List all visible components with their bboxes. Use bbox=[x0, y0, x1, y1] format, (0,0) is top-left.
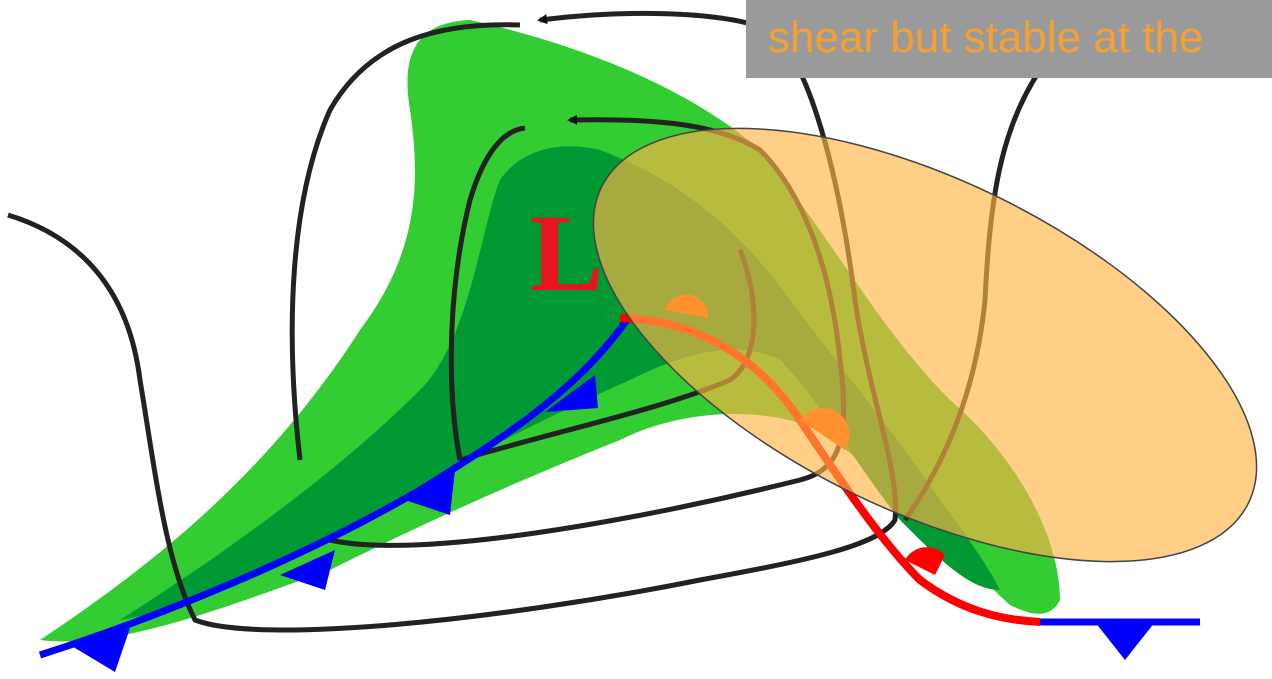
highlight-ellipse bbox=[592, 127, 1258, 563]
cold-front-triangle bbox=[405, 470, 455, 515]
low-pressure-label: L bbox=[530, 192, 603, 314]
warm-front-semicircle bbox=[905, 547, 945, 575]
heavy-precipitation-core bbox=[120, 146, 1000, 620]
cold-front-line bbox=[38, 313, 633, 659]
cold-front-triangle bbox=[1095, 622, 1155, 660]
caption-box: shear but stable at the bbox=[746, 0, 1272, 78]
streamline-outer-loop bbox=[289, 22, 521, 461]
cold-front-triangle bbox=[70, 628, 130, 672]
streamline-inner-loop bbox=[448, 125, 526, 461]
caption-text: shear but stable at the bbox=[768, 13, 1204, 62]
cold-front-triangle bbox=[545, 375, 598, 412]
cold-front-triangle bbox=[280, 550, 335, 590]
